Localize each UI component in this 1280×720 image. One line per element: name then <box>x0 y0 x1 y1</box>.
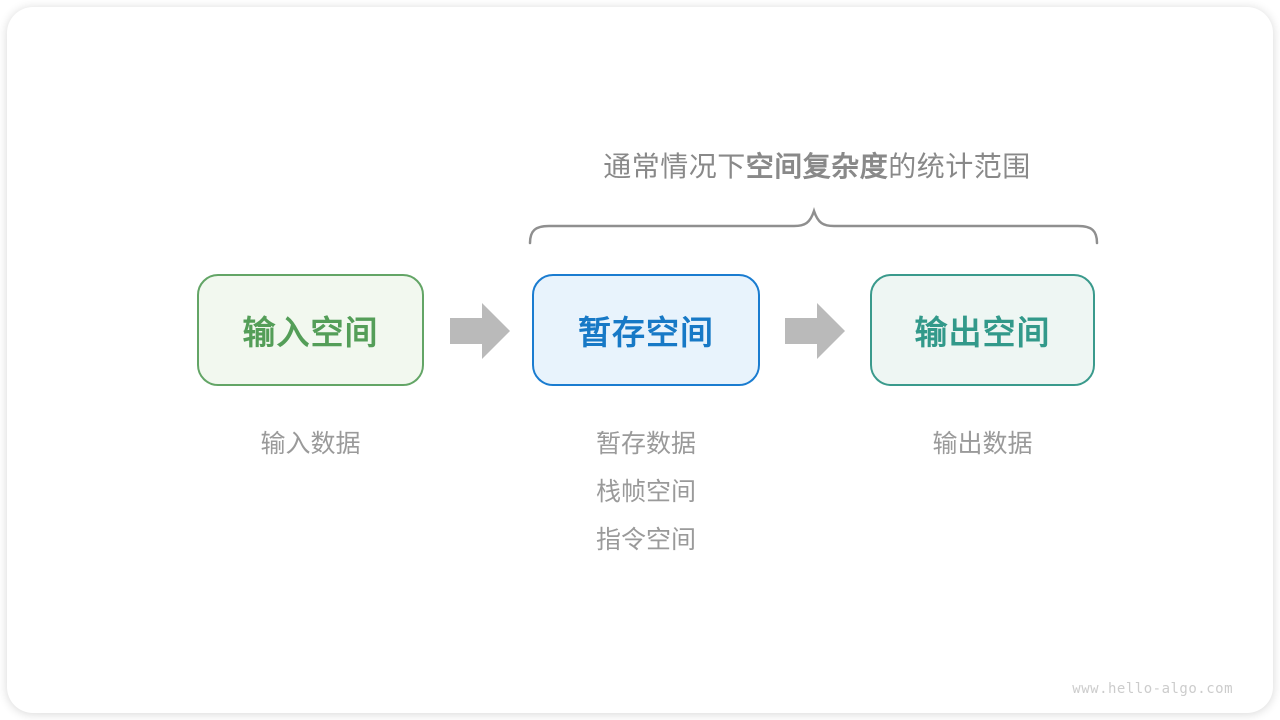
title-bold-term: 空间复杂度 <box>745 151 889 182</box>
box-output-space: 输出空间 <box>870 274 1095 386</box>
caption-output-column: 输出数据 <box>870 420 1095 468</box>
caption-input-column: 输入数据 <box>197 420 424 468</box>
box-temp-space: 暂存空间 <box>532 274 760 386</box>
title-suffix: 的统计范围 <box>888 151 1031 182</box>
caption-output-data: 输出数据 <box>932 430 1033 458</box>
box-input-space-label: 输入空间 <box>242 314 379 351</box>
curly-brace <box>528 207 1099 245</box>
arrow-right-icon <box>450 303 510 359</box>
curly-brace-path <box>528 207 1099 245</box>
caption-temp-column: 暂存数据 栈帧空间 指令空间 <box>532 420 760 564</box>
caption-input-data: 输入数据 <box>260 430 361 458</box>
arrow-right-icon-shape <box>785 303 845 359</box>
box-output-space-label: 输出空间 <box>914 314 1051 351</box>
arrow-right-icon <box>785 303 845 359</box>
watermark-url: www.hello-algo.com <box>1072 681 1233 697</box>
arrow-right-icon-shape <box>450 303 510 359</box>
diagram-title: 通常情况下空间复杂度的统计范围 <box>603 151 1031 183</box>
box-input-space: 输入空间 <box>197 274 424 386</box>
caption-stack-frame-space: 栈帧空间 <box>595 478 696 506</box>
diagram-card: 通常情况下空间复杂度的统计范围 输入空间 暂存空间 输出空间 输入数据 暂存数据… <box>7 7 1273 713</box>
box-temp-space-label: 暂存空间 <box>578 314 714 351</box>
caption-temp-data: 暂存数据 <box>595 430 696 458</box>
caption-instruction-space: 指令空间 <box>595 526 696 554</box>
title-prefix: 通常情况下 <box>603 151 746 182</box>
